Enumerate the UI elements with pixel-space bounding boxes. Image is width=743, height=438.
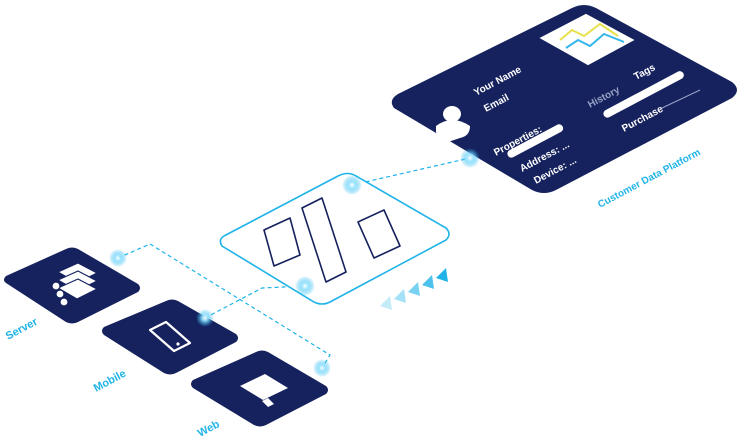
glow-cdp xyxy=(460,148,480,168)
flow-arrows xyxy=(380,268,448,310)
mobile-icon xyxy=(148,320,192,353)
server-icon xyxy=(51,262,99,307)
connector-hub-cdp xyxy=(351,157,471,186)
avatar-icon xyxy=(436,106,470,142)
arrow-1 xyxy=(380,296,392,310)
arrow-4 xyxy=(422,275,434,289)
properties-bar xyxy=(507,124,564,158)
hub-card xyxy=(219,172,450,305)
connector-mobile xyxy=(204,285,306,319)
glow-hub-bottom xyxy=(295,276,315,296)
arrow-3 xyxy=(408,282,420,296)
source-card-web: Web xyxy=(191,350,328,438)
cdp-card: Your Name Email Properties: Address: ...… xyxy=(391,5,737,193)
glow-hub-top xyxy=(342,175,362,195)
arrow-5 xyxy=(436,268,448,282)
source-card-server: Server xyxy=(4,247,140,343)
glow-server xyxy=(109,249,127,267)
tags-bar xyxy=(603,71,684,118)
chart-icon xyxy=(536,12,638,67)
purchase-divider xyxy=(661,89,701,109)
glow-mobile xyxy=(196,309,214,327)
source-label-server: Server xyxy=(4,316,41,343)
source-label-mobile: Mobile xyxy=(92,368,128,395)
glow-web xyxy=(313,359,331,377)
monitor-icon xyxy=(240,374,288,407)
arrow-2 xyxy=(394,289,406,303)
connection-glows xyxy=(109,148,480,377)
segment-logo-icon xyxy=(263,197,401,283)
source-label-web: Web xyxy=(196,418,222,438)
